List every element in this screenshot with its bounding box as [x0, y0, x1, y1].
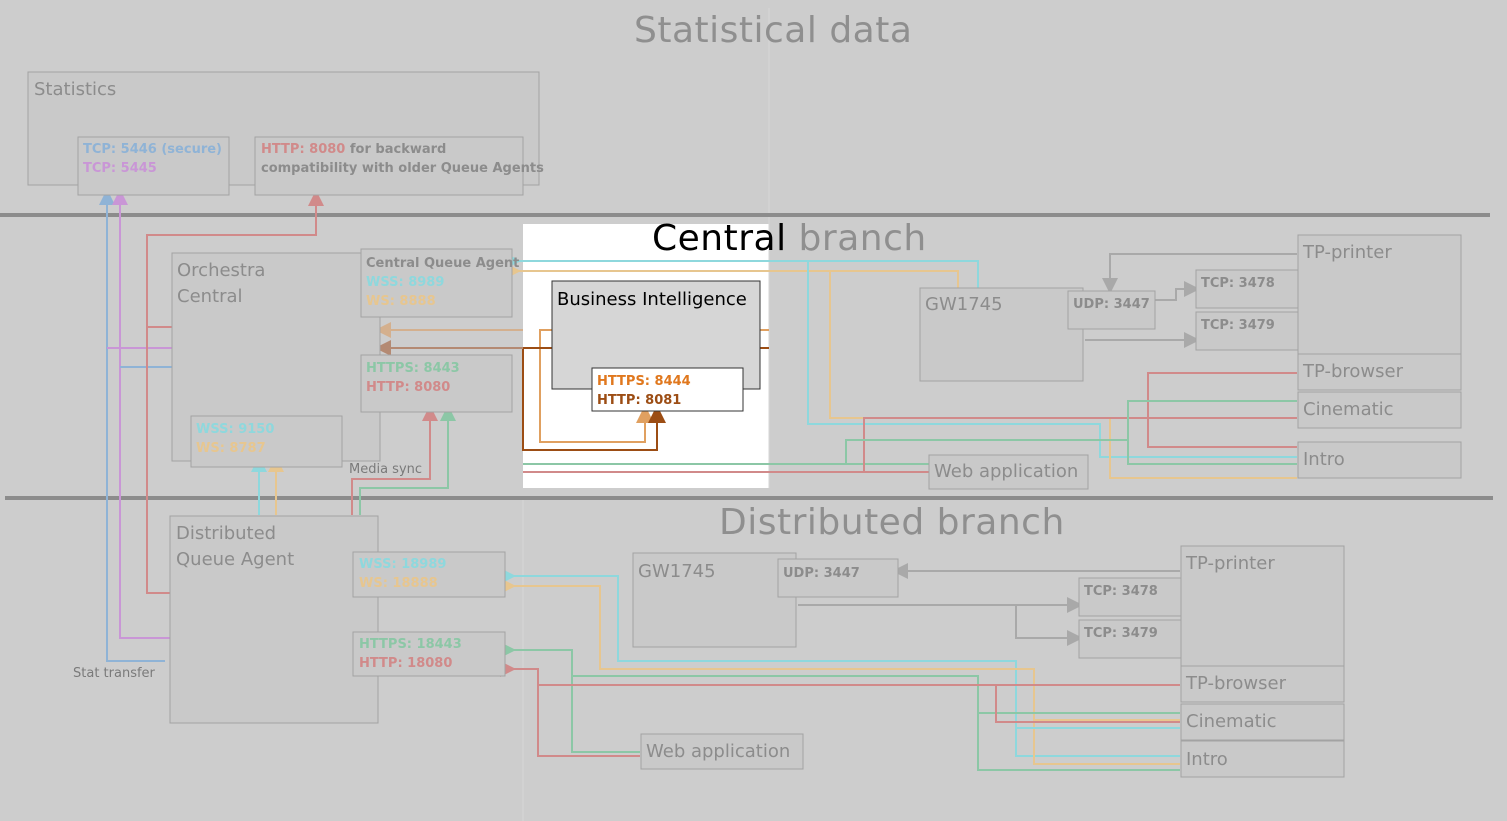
stat-http-port: HTTP: 8080: [261, 142, 346, 157]
media-sync-red: [351, 405, 438, 515]
dist-tp-printer-label: TP-printer: [1186, 553, 1275, 574]
central-queue-agent-box: [360, 248, 513, 318]
dist-udp-box: [777, 558, 899, 598]
central-intro-box: [1297, 441, 1462, 479]
cqa-title: Central Queue Agent: [366, 256, 520, 271]
dist-gw-box: [632, 552, 797, 648]
central-branch-title-light: branch: [786, 218, 927, 259]
tcp-line: [112, 189, 171, 639]
central-web-app-box: [928, 454, 1089, 490]
dist-ws-box: [352, 551, 506, 598]
dist-tp-browser-label: TP-browser: [1186, 673, 1286, 694]
dist-http-label: HTTP: 18080: [359, 656, 453, 671]
central-http: HTTP: 8080: [366, 380, 451, 395]
dist-https-line: [500, 642, 640, 753]
distributed-branch-title: Distributed branch: [719, 502, 1065, 543]
central-clients-red2: [863, 417, 1297, 472]
central-branch-title: Central branch: [652, 216, 927, 261]
central-https: HTTPS: 8443: [366, 361, 460, 376]
wss-9150-box: [190, 415, 343, 468]
stat-http-box: [254, 136, 524, 196]
bi-title: Business Intelligence: [557, 289, 747, 310]
central-cinematic-label: Cinematic: [1303, 399, 1394, 420]
stat-http-label: HTTP: 8080 for backward: [261, 142, 446, 158]
dist-web-app-box: [640, 733, 804, 770]
central-tcp3478-box: [1195, 269, 1318, 309]
dist-web-box: [352, 631, 506, 677]
dist-tcp3478-label: TCP: 3478: [1084, 584, 1158, 599]
dist-cinematic-box: [1180, 703, 1345, 741]
dqa-title-2: Queue Agent: [176, 549, 295, 570]
tcp-secure-line: [99, 189, 165, 662]
dist-wss-line: [500, 568, 1180, 757]
dist-tcp3478-box: [1078, 577, 1201, 617]
central-udp-box: [1067, 290, 1156, 330]
orchestra-central-title-2: Central: [177, 286, 243, 307]
stat-http-desc: for backward: [345, 142, 447, 157]
dist-intro-label: Intro: [1186, 749, 1228, 770]
bi-https-label: HTTPS: 8444: [597, 374, 691, 389]
stat-tcp-secure-label: TCP: 5446 (secure): [83, 142, 222, 157]
central-cinematic-box: [1297, 391, 1462, 429]
cqa-wss: WSS: 8989: [366, 275, 445, 290]
central-clients-red: [1147, 372, 1297, 448]
dist-gw-to-tcp3479: [1015, 605, 1083, 646]
distributed-queue-agent-box: [169, 515, 379, 724]
bi-port-box: [591, 367, 744, 412]
dist-tp-printer-box: [1180, 545, 1345, 669]
wss-9150-label: WSS: 9150: [196, 422, 275, 437]
ws-8787-label: WS: 8787: [196, 441, 266, 456]
central-tcp3478-label: TCP: 3478: [1201, 276, 1275, 291]
cqa-wss-to-clients: [807, 261, 1297, 458]
dist-clients-green: [572, 675, 1180, 771]
central-web-port-box: [360, 354, 513, 413]
central-tcp3479-label: TCP: 3479: [1201, 318, 1275, 333]
central-tp-to-udp: [1102, 253, 1297, 294]
dist-web-app-label: Web application: [646, 741, 791, 762]
central-tcp3479-box: [1195, 311, 1318, 351]
cqa-ws-line: [505, 263, 959, 288]
stat-http-desc-line2: compatibility with older Queue Agents: [261, 161, 544, 176]
dist-tcp3479-label: TCP: 3479: [1084, 626, 1158, 641]
media-sync-label: Media sync: [349, 462, 423, 477]
statistical-data-title: Statistical data: [634, 10, 913, 51]
cqa-wss-line: [505, 253, 979, 288]
cqa-ws: WS: 8888: [366, 294, 436, 309]
dist-clients-red2: [995, 685, 1180, 723]
stat-transfer-label: Stat transfer: [73, 666, 155, 681]
dist-ws-label: WS: 18888: [359, 576, 438, 591]
dist-udp-label: UDP: 3447: [783, 566, 860, 581]
central-udp-label: UDP: 3447: [1073, 297, 1150, 312]
dist-gw-label: GW1745: [638, 561, 716, 582]
central-intro-label: Intro: [1303, 449, 1345, 470]
central-tp-browser-box: [1297, 353, 1462, 391]
dist-intro-box: [1180, 740, 1345, 778]
central-branch-title-dark: Central: [652, 218, 787, 259]
dist-wss-label: WSS: 18989: [359, 557, 447, 572]
dist-https-label: HTTPS: 18443: [359, 637, 462, 652]
dist-http-line: [500, 661, 640, 757]
central-tp-printer-label: TP-printer: [1303, 242, 1392, 263]
central-tp-printer-box: [1297, 234, 1462, 356]
bi-http-label: HTTP: 8081: [597, 393, 682, 408]
dist-ws-line: [500, 578, 1180, 765]
dist-cinematic-label: Cinematic: [1186, 711, 1277, 732]
dist-tp-browser-box: [1180, 665, 1345, 703]
orchestra-central-title-1: Orchestra: [177, 260, 266, 281]
media-sync-green: [359, 405, 456, 515]
http-legacy-line: [146, 190, 324, 594]
stat-tcp-box: [77, 136, 230, 196]
dist-tcp3479-box: [1078, 619, 1201, 659]
central-gw-label: GW1745: [925, 294, 1003, 315]
central-gw-box: [919, 287, 1084, 382]
stat-tcp-label: TCP: 5445: [83, 161, 157, 176]
central-tp-browser-label: TP-browser: [1303, 361, 1403, 382]
dqa-title-1: Distributed: [176, 523, 277, 544]
statistics-title: Statistics: [34, 79, 117, 100]
central-web-app-label: Web application: [934, 461, 1079, 482]
central-clients-green2: [1127, 440, 1297, 465]
